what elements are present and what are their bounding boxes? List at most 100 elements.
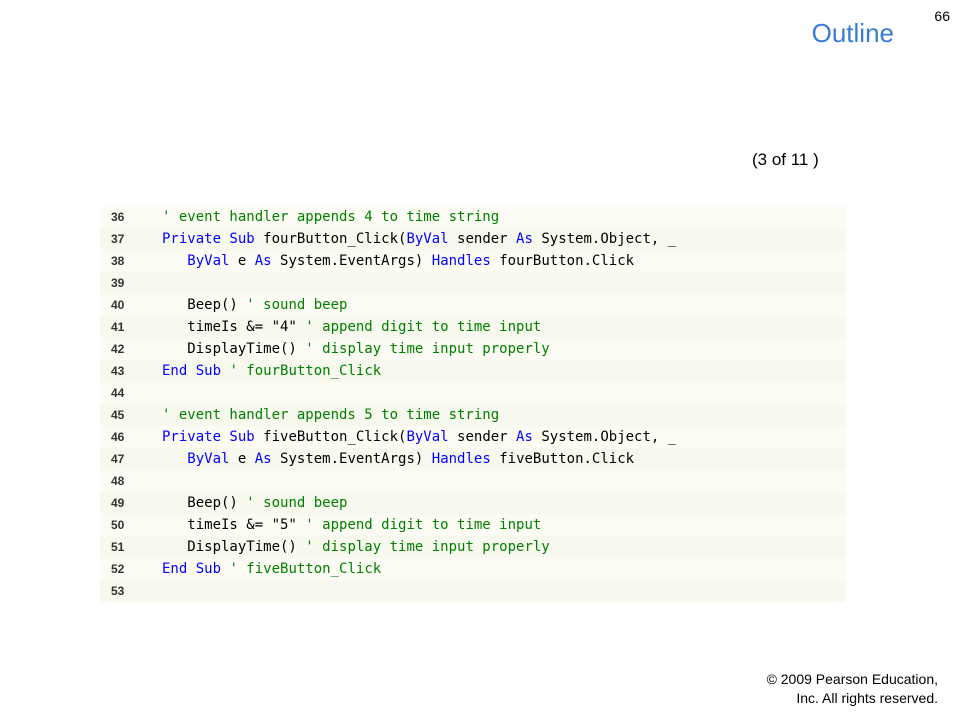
page-number: 66 xyxy=(934,8,950,24)
code-line: 40 Beep() ' sound beep xyxy=(100,294,846,316)
code-token: timeIs &= "4" xyxy=(162,319,306,335)
code-text: Private Sub fourButton_Click(ByVal sende… xyxy=(162,228,676,250)
code-line: 38 ByVal e As System.EventArgs) Handles … xyxy=(100,250,846,272)
code-token: System.Object, _ xyxy=(532,231,677,247)
line-number: 39 xyxy=(111,276,125,290)
code-text: ByVal e As System.EventArgs) Handles fiv… xyxy=(162,448,634,470)
code-keyword: As xyxy=(254,451,272,467)
code-line: 48 xyxy=(100,470,846,492)
code-line: 42 DisplayTime() ' display time input pr… xyxy=(100,338,846,360)
line-number: 53 xyxy=(111,584,125,598)
code-keyword: As xyxy=(516,231,533,247)
line-number: 49 xyxy=(111,496,125,510)
code-token: sender xyxy=(448,429,517,445)
code-comment: ' append digit to time input xyxy=(305,517,542,533)
code-line: 46 Private Sub fiveButton_Click(ByVal sen… xyxy=(100,426,846,448)
line-number: 44 xyxy=(111,386,125,400)
code-text: End Sub ' fourButton_Click xyxy=(162,360,381,382)
code-token: Beep() xyxy=(162,495,247,511)
code-comment: ' display time input properly xyxy=(305,341,550,357)
code-comment: ' fiveButton_Click xyxy=(229,561,382,577)
code-token: System.EventArgs) xyxy=(271,451,432,467)
code-token: fiveButton_Click( xyxy=(263,429,407,445)
code-token: Beep() xyxy=(162,297,247,313)
code-comment: ' display time input properly xyxy=(305,539,550,555)
code-token: fiveButton.Click xyxy=(490,451,635,467)
code-token: e xyxy=(229,253,255,269)
code-keyword: Handles xyxy=(431,253,491,269)
outline-title: Outline xyxy=(811,18,894,48)
code-token xyxy=(162,451,187,467)
code-text: timeIs &= "5" ' append digit to time inp… xyxy=(162,514,541,536)
code-token: e xyxy=(229,451,255,467)
code-line: 44 xyxy=(100,382,846,404)
copyright-notice: © 2009 Pearson Education, Inc. All right… xyxy=(767,670,938,708)
line-number: 51 xyxy=(111,540,125,554)
code-text: Beep() ' sound beep xyxy=(162,492,347,514)
part-indicator: (3 of 11 ) xyxy=(752,150,819,169)
code-text: End Sub ' fiveButton_Click xyxy=(162,558,381,580)
code-token: fourButton_Click( xyxy=(263,231,407,247)
line-number: 36 xyxy=(111,210,125,224)
code-comment: ' append digit to time input xyxy=(305,319,542,335)
code-keyword: ByVal xyxy=(406,429,449,445)
code-text: DisplayTime() ' display time input prope… xyxy=(162,338,550,360)
code-keyword: ByVal xyxy=(187,253,230,269)
code-text: ByVal e As System.EventArgs) Handles fou… xyxy=(162,250,634,272)
copyright-line-2: Inc. All rights reserved. xyxy=(796,690,938,706)
line-number: 38 xyxy=(111,254,125,268)
code-line: 49 Beep() ' sound beep xyxy=(100,492,846,514)
code-text: DisplayTime() ' display time input prope… xyxy=(162,536,550,558)
code-token: System.Object, _ xyxy=(532,429,677,445)
line-number: 50 xyxy=(111,518,125,532)
copyright-line-1: © 2009 Pearson Education, xyxy=(766,671,938,687)
code-text: Private Sub fiveButton_Click(ByVal sende… xyxy=(162,426,676,448)
line-number: 41 xyxy=(111,320,125,334)
line-number: 37 xyxy=(111,232,125,246)
code-comment: ' event handler appends 4 to time string xyxy=(162,209,500,225)
code-line: 53 xyxy=(100,580,846,602)
code-keyword: As xyxy=(254,253,272,269)
code-keyword: Private Sub xyxy=(162,429,264,445)
code-line: 37 Private Sub fourButton_Click(ByVal sen… xyxy=(100,228,846,250)
line-number: 43 xyxy=(111,364,125,378)
code-line: 41 timeIs &= "4" ' append digit to time … xyxy=(100,316,846,338)
line-number: 42 xyxy=(111,342,125,356)
code-keyword: End Sub xyxy=(162,561,222,577)
code-text: timeIs &= "4" ' append digit to time inp… xyxy=(162,316,541,338)
code-token: timeIs &= "5" xyxy=(162,517,306,533)
code-line: 52 End Sub ' fiveButton_Click xyxy=(100,558,846,580)
code-text: ' event handler appends 5 to time string xyxy=(162,404,499,426)
code-line: 39 xyxy=(100,272,846,294)
code-token: DisplayTime() xyxy=(162,539,306,555)
code-text: ' event handler appends 4 to time string xyxy=(162,206,499,228)
code-line: 45 ' event handler appends 5 to time stri… xyxy=(100,404,846,426)
line-number: 48 xyxy=(111,474,125,488)
code-token xyxy=(162,253,187,269)
code-text: Beep() ' sound beep xyxy=(162,294,347,316)
code-line: 50 timeIs &= "5" ' append digit to time … xyxy=(100,514,846,536)
code-line: 43 End Sub ' fourButton_Click xyxy=(100,360,846,382)
code-token: DisplayTime() xyxy=(162,341,306,357)
code-comment: ' sound beep xyxy=(246,495,348,511)
code-token: fourButton.Click xyxy=(490,253,635,269)
code-line: 47 ByVal e As System.EventArgs) Handles … xyxy=(100,448,846,470)
code-comment: ' fourButton_Click xyxy=(229,363,382,379)
line-number: 45 xyxy=(111,408,125,422)
line-number: 47 xyxy=(111,452,125,466)
code-line: 36 ' event handler appends 4 to time stri… xyxy=(100,206,846,228)
code-token: System.EventArgs) xyxy=(271,253,432,269)
line-number: 52 xyxy=(111,562,125,576)
code-keyword: ByVal xyxy=(406,231,449,247)
code-comment: ' event handler appends 5 to time string xyxy=(162,407,500,423)
code-keyword: Private Sub xyxy=(162,231,264,247)
line-number: 40 xyxy=(111,298,125,312)
code-keyword: As xyxy=(516,429,533,445)
code-listing: 36 ' event handler appends 4 to time stri… xyxy=(100,206,846,606)
code-keyword: Handles xyxy=(431,451,491,467)
code-line: 51 DisplayTime() ' display time input pr… xyxy=(100,536,846,558)
line-number: 46 xyxy=(111,430,125,444)
code-keyword: ByVal xyxy=(187,451,230,467)
code-keyword: End Sub xyxy=(162,363,222,379)
code-comment: ' sound beep xyxy=(246,297,348,313)
